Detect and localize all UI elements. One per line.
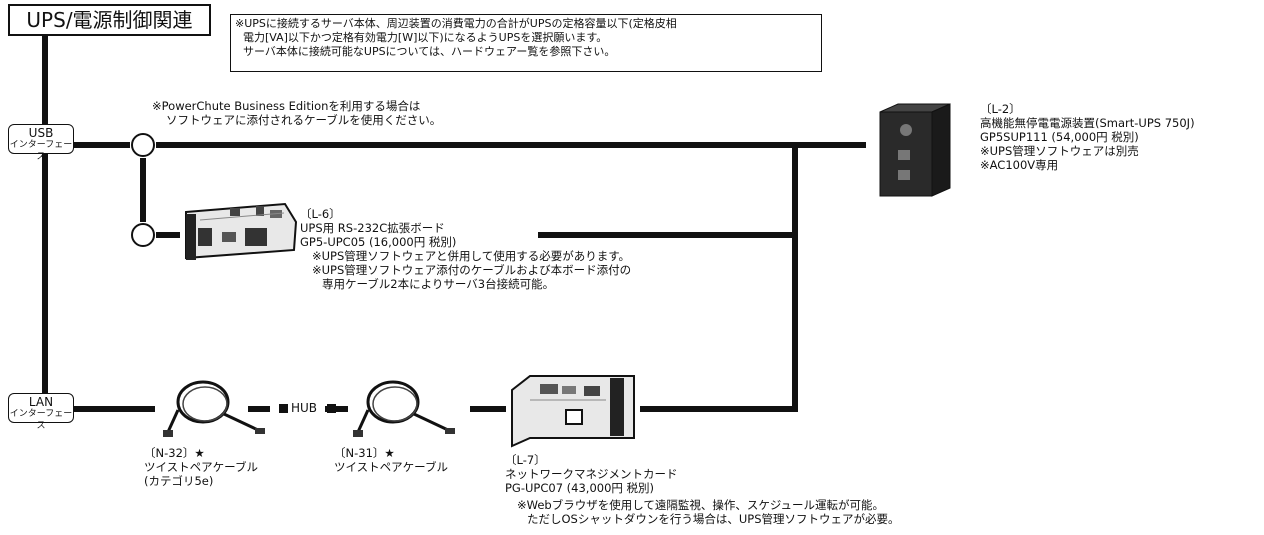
n32-cable-illustration xyxy=(163,380,265,437)
l2-model: GP5SUP111 (54,000円 税別) xyxy=(980,130,1139,144)
l7-note-1: ※Webブラウザを使用して遠隔監視、操作、スケジュール運転が可能。 xyxy=(517,498,885,512)
n32-description: 〔N-32〕★ ツイストペアケーブル (カテゴリ5e) xyxy=(144,446,258,488)
lan-interface-label: LAN xyxy=(28,395,54,409)
usb-junction-circle xyxy=(131,133,155,157)
hub-right-square xyxy=(327,404,336,413)
l2-note-1: ※UPS管理ソフトウェアは別売 xyxy=(980,144,1139,158)
notice-line-3: サーバ本体に接続可能なUPSについては、ハードウェアー覧を参照下さい。 xyxy=(243,45,616,58)
l7-code: 〔L-7〕 xyxy=(505,453,546,467)
hub-left-square xyxy=(279,404,288,413)
hub-label: HUB xyxy=(289,401,320,415)
n31-name: ツイストペアケーブル xyxy=(334,460,448,474)
l2-description: 〔L-2〕 高機能無停電電源装置(Smart-UPS 750J) GP5SUP1… xyxy=(980,102,1195,172)
rs232c-board-illustration xyxy=(185,202,298,260)
powerchute-note: ※PowerChute Business Editionを利用する場合は ソフト… xyxy=(152,99,441,127)
n32-code: 〔N-32〕★ xyxy=(144,446,205,460)
ups-selection-notice: ※UPSに接続するサーバ本体、周辺装置の消費電力の合計がUPSの定格容量以下(定… xyxy=(230,14,822,72)
l2-note-2: ※AC100V専用 xyxy=(980,158,1059,172)
notice-line-1: ※UPSに接続するサーバ本体、周辺装置の消費電力の合計がUPSの定格容量以下(定… xyxy=(235,17,677,30)
usb-interface-label: USB xyxy=(28,126,54,140)
l2-code: 〔L-2〕 xyxy=(980,102,1021,116)
l7-description: 〔L-7〕 ネットワークマネジメントカード PG-UPC07 (43,000円 … xyxy=(505,453,900,526)
usb-interface-box: USB インターフェース xyxy=(8,124,74,162)
l6-note-2: ※UPS管理ソフトウェア添付のケーブルおよび本ボード添付の xyxy=(312,263,632,277)
l6-model: GP5-UPC05 (16,000円 税別) xyxy=(300,235,457,249)
l6-description: 〔L-6〕 UPS用 RS-232C拡張ボード GP5-UPC05 (16,00… xyxy=(300,207,631,291)
lan-interface-box: LAN インターフェース xyxy=(8,393,74,431)
n32-sub: (カテゴリ5e) xyxy=(144,474,214,488)
notice-line-2: 電力[VA]以下かつ定格有効電力[W]以下)になるようUPSを選択願います。 xyxy=(243,31,608,44)
powerchute-note-line-2: ソフトウェアに添付されるケーブルを使用ください。 xyxy=(166,113,442,127)
n32-name: ツイストペアケーブル xyxy=(144,460,258,474)
l7-note-2: ただしOSシャットダウンを行う場合は、UPS管理ソフトウェアが必要。 xyxy=(527,512,900,526)
l6-name: UPS用 RS-232C拡張ボード xyxy=(300,221,445,235)
lan-interface-sublabel: インターフェース xyxy=(9,409,73,431)
network-card-illustration xyxy=(511,375,635,448)
l6-note-1: ※UPS管理ソフトウェアと併用して使用する必要があります。 xyxy=(312,249,631,263)
l6-junction-circle xyxy=(131,223,155,247)
l6-code: 〔L-6〕 xyxy=(300,207,341,221)
n31-code: 〔N-31〕★ xyxy=(334,446,395,460)
n31-cable-illustration xyxy=(353,380,455,437)
powerchute-note-line-1: ※PowerChute Business Editionを利用する場合は xyxy=(152,99,421,113)
l7-model: PG-UPC07 (43,000円 税別) xyxy=(505,481,655,495)
l7-name: ネットワークマネジメントカード xyxy=(505,467,678,481)
page-title: UPS/電源制御関連 xyxy=(8,4,211,36)
n31-description: 〔N-31〕★ ツイストペアケーブル xyxy=(334,446,448,474)
l2-name: 高機能無停電電源装置(Smart-UPS 750J) xyxy=(980,116,1195,130)
l6-note-3: 専用ケーブル2本によりサーバ3台接続可能。 xyxy=(322,277,555,291)
usb-interface-sublabel: インターフェース xyxy=(9,140,73,162)
ups-device-illustration xyxy=(879,103,951,197)
